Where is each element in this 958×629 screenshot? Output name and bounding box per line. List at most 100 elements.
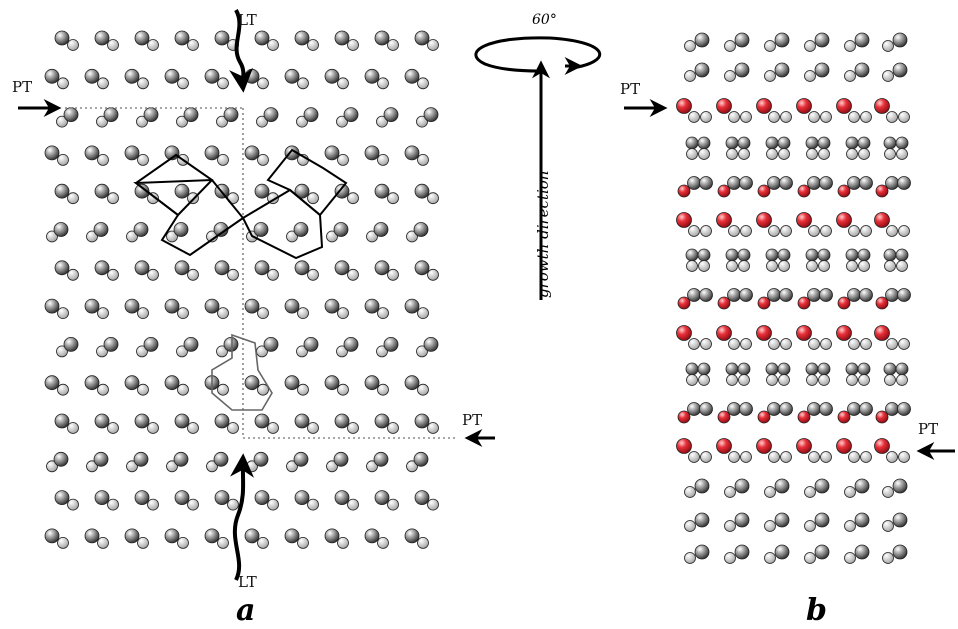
layer-atom-small xyxy=(684,552,696,564)
lattice-atom-small xyxy=(187,498,199,511)
lattice-atom-small xyxy=(296,115,308,128)
lattice-atom-small xyxy=(147,39,159,51)
lattice-atom-large xyxy=(404,375,420,391)
layer-atom-small xyxy=(806,148,818,160)
lattice-atom-small xyxy=(297,537,309,549)
lattice-atom-large xyxy=(294,413,310,429)
layer-atom-large xyxy=(694,62,710,78)
lattice-atom-large xyxy=(303,336,319,352)
lattice-atom-large xyxy=(164,528,180,544)
lattice-atom-small xyxy=(147,422,159,434)
layer-atom-small xyxy=(886,451,898,463)
layer-atom-red xyxy=(676,438,692,454)
lattice-atom-large xyxy=(293,451,309,467)
lattice-atom-small xyxy=(427,422,439,434)
lattice-atom-large xyxy=(223,107,239,122)
lattice-atom-small xyxy=(416,115,428,128)
layer-atom-red xyxy=(875,296,889,310)
layer-atom-red xyxy=(716,325,732,341)
layer-atom-red xyxy=(716,438,732,454)
layer-atom-red xyxy=(836,98,852,114)
layer-atom-small xyxy=(896,148,908,160)
layer-atom-large xyxy=(727,176,741,190)
lattice-atom-large xyxy=(414,490,430,506)
layer-atom-red xyxy=(677,410,691,424)
lattice-atom-small xyxy=(57,383,69,396)
layer-atom-large xyxy=(847,402,861,416)
lattice-atom-large xyxy=(373,451,389,467)
lattice-atom-large xyxy=(214,30,230,46)
pt-arrows-b xyxy=(624,99,955,460)
layer-atom-large xyxy=(897,402,911,416)
layer-atom-small xyxy=(778,148,790,160)
lattice-atom-small xyxy=(96,345,108,358)
layer-atom-red xyxy=(837,296,851,310)
lattice-atom-small xyxy=(337,307,349,320)
lattice-atom-small xyxy=(417,153,429,166)
lattice-atom-large xyxy=(133,222,149,237)
layer-atom-red xyxy=(756,438,772,454)
lattice-atom-small xyxy=(67,192,79,205)
layer-atom-small xyxy=(886,111,898,123)
layer-atom-large xyxy=(725,248,739,262)
layer-atom-red xyxy=(875,410,889,424)
layer-atom-red xyxy=(837,410,851,424)
layer-atom-small xyxy=(740,338,752,350)
pt-b-left-label: PT xyxy=(620,80,640,98)
lattice-atom-small xyxy=(166,460,178,473)
layer-atom-small xyxy=(780,225,792,237)
pt-b-right-label: PT xyxy=(918,420,938,438)
layer-atom-large xyxy=(895,362,909,376)
lattice-atom-large xyxy=(124,298,140,314)
lattice-atom-small xyxy=(216,115,228,128)
layer-atom-large xyxy=(854,32,870,48)
lattice-atom-small xyxy=(217,307,229,320)
layer-atom-large xyxy=(777,136,791,150)
layer-atom-small xyxy=(728,338,740,350)
lattice-atom-small xyxy=(67,422,79,434)
lattice-atom-small xyxy=(406,460,418,473)
panel-b-lattice xyxy=(676,32,911,564)
layer-atom-small xyxy=(724,40,736,52)
lattice-atom-large xyxy=(124,145,140,161)
panel-a-dotted-lines xyxy=(65,107,455,439)
lattice-atom-small xyxy=(147,192,159,205)
lattice-atom-small xyxy=(337,383,349,396)
lattice-atom-small xyxy=(217,383,229,396)
layer-atom-small xyxy=(860,451,872,463)
layer-atom-large xyxy=(727,288,741,302)
lattice-atom-large xyxy=(343,336,359,352)
layer-atom-small xyxy=(882,486,894,498)
layer-atom-large xyxy=(883,362,897,376)
layer-atom-small xyxy=(684,70,696,82)
layer-atom-small xyxy=(848,451,860,463)
lattice-atom-large xyxy=(414,183,430,199)
lattice-atom-small xyxy=(377,307,389,320)
layer-atom-large xyxy=(819,176,833,190)
layer-atom-small xyxy=(764,70,776,82)
lattice-atom-small xyxy=(57,537,69,549)
lattice-atom-large xyxy=(54,260,70,276)
lattice-atom-small xyxy=(337,77,349,90)
lattice-atom-large xyxy=(183,336,199,352)
lattice-atom-small xyxy=(187,268,199,281)
layer-atom-small xyxy=(820,338,832,350)
layer-atom-small xyxy=(808,111,820,123)
layer-atom-large xyxy=(694,32,710,48)
lattice-atom-small xyxy=(137,383,149,396)
lattice-atom-small xyxy=(107,39,119,51)
lattice-atom-small xyxy=(126,230,138,243)
lattice-atom-small xyxy=(97,383,109,396)
layer-atom-small xyxy=(686,374,698,386)
lattice-atom-small xyxy=(176,115,188,128)
lattice-atom-large xyxy=(333,222,349,237)
lattice-atom-large xyxy=(374,413,390,429)
layer-atom-small xyxy=(804,40,816,52)
layer-atom-large xyxy=(845,136,859,150)
lattice-atom-small xyxy=(177,537,189,549)
lattice-atom-large xyxy=(244,68,260,84)
lattice-atom-small xyxy=(326,230,338,243)
layer-atom-small xyxy=(848,338,860,350)
lattice-atom-large xyxy=(423,336,439,352)
lattice-atom-small xyxy=(97,537,109,549)
